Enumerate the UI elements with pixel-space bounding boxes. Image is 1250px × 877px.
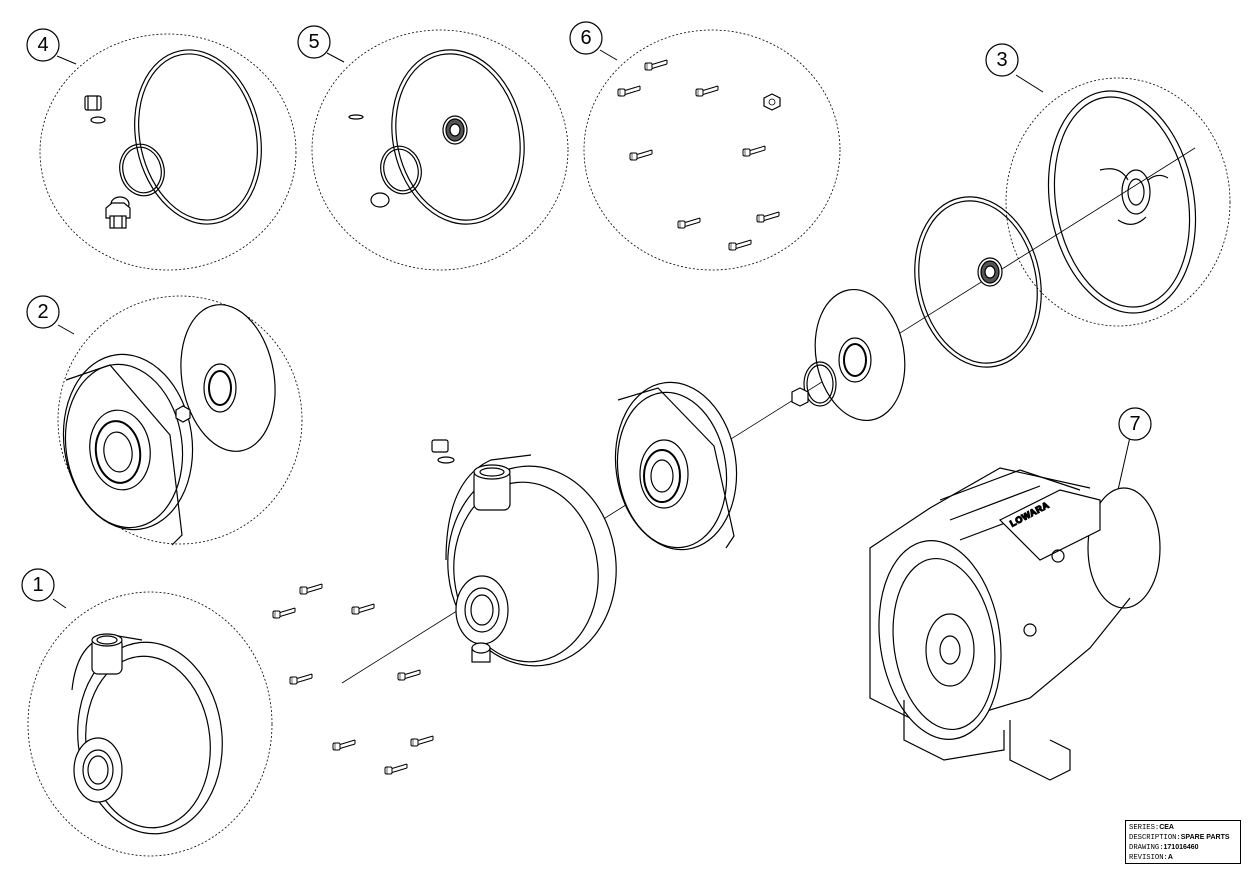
central-diffuser [614,381,738,551]
svg-text:7: 7 [1129,413,1140,435]
svg-text:1: 1 [32,574,43,596]
detail-circle-1 [27,591,273,857]
detail-circle-4 [39,33,297,271]
detail-4-parts [84,49,262,229]
title-block-revision: REVISION:A [1129,854,1173,862]
svg-text:2: 2 [37,301,48,323]
title-block-description: DESCRIPTION:SPARE PARTS [1129,834,1230,842]
detail-circle-3 [1005,77,1231,327]
title-block-drawing: DRAWING:171016460 [1129,844,1199,852]
title-block: SERIES:CEA DESCRIPTION:SPARE PARTS DRAWI… [1125,820,1241,864]
detail-6-bolts [617,59,781,251]
callout-5: 5 [297,25,331,59]
loose-bolts [272,583,434,775]
central-impeller-set [791,196,1042,422]
detail-1-pump-casing [71,633,223,835]
detail-circle-6 [583,29,841,271]
detail-3-parts [1047,90,1197,314]
detail-circle-2 [57,295,303,545]
central-pump-casing [431,439,617,667]
callout-7: 7 [1118,407,1152,441]
electric-motor: LOWARA [869,467,1161,781]
svg-text:5: 5 [308,31,319,53]
detail-circle-5 [311,29,569,271]
svg-text:3: 3 [996,49,1007,71]
detail-5-parts [348,49,525,225]
callout-3: 3 [985,43,1019,77]
callout-4: 4 [26,28,60,62]
svg-text:6: 6 [580,27,591,49]
detail-2-parts [62,304,276,546]
callout-1: 1 [21,568,55,602]
title-block-series: SERIES:CEA [1129,824,1174,832]
callout-6: 6 [569,21,603,55]
callout-2: 2 [26,295,60,329]
svg-text:4: 4 [37,34,48,56]
